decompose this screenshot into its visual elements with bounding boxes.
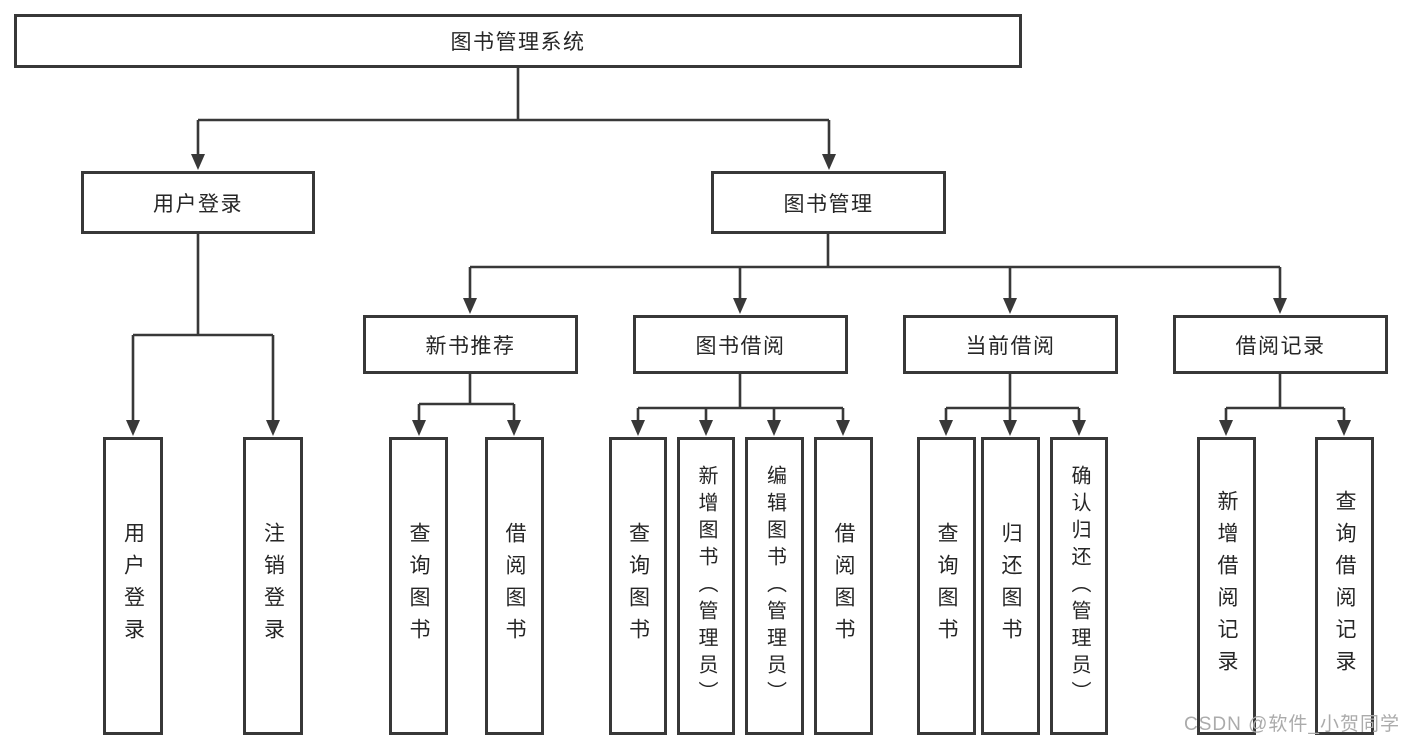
edge-current-to-leaves — [944, 374, 1081, 426]
arrow-down-icon — [1003, 420, 1017, 436]
leaf-current-return-books: 归还图书 — [981, 437, 1040, 735]
leaf-newbooks-query-books: 查询图书 — [389, 437, 448, 735]
edge-root-to-level2 — [196, 68, 831, 158]
edge-newbooks-to-leaves — [417, 374, 516, 426]
leaf-newbooks-borrow-books: 借阅图书 — [485, 437, 544, 735]
arrow-down-icon — [1273, 298, 1287, 314]
node-user-login: 用户登录 — [81, 171, 315, 234]
leaf-records-query-record: 查询借阅记录 — [1315, 437, 1374, 735]
csdn-watermark: CSDN @软件_小贺同学 — [1184, 714, 1400, 735]
arrow-down-icon — [1072, 420, 1086, 436]
arrow-down-icon — [767, 420, 781, 436]
arrow-down-icon — [1003, 298, 1017, 314]
arrow-down-icon — [1337, 420, 1351, 436]
arrow-down-icon — [412, 420, 426, 436]
leaf-current-confirm-return-admin: 确认归还（管理员） — [1050, 437, 1108, 735]
leaf-borrow-query-books: 查询图书 — [609, 437, 667, 735]
arrow-down-icon — [699, 420, 713, 436]
node-new-book-recommend: 新书推荐 — [363, 315, 578, 374]
node-library-management-system: 图书管理系统 — [14, 14, 1022, 68]
arrow-down-icon — [266, 420, 280, 436]
arrow-down-icon — [939, 420, 953, 436]
leaf-current-query-books: 查询图书 — [917, 437, 976, 735]
leaf-borrow-borrow-books: 借阅图书 — [814, 437, 873, 735]
edge-borrow-to-leaves — [636, 374, 845, 426]
leaf-logout: 注销登录 — [243, 437, 303, 735]
arrow-down-icon — [836, 420, 850, 436]
node-borrow-records: 借阅记录 — [1173, 315, 1388, 374]
arrow-down-icon — [1219, 420, 1233, 436]
node-current-borrow: 当前借阅 — [903, 315, 1118, 374]
node-book-management: 图书管理 — [711, 171, 946, 234]
leaf-borrow-edit-books-admin: 编辑图书（管理员） — [745, 437, 804, 735]
leaf-user-login: 用户登录 — [103, 437, 163, 735]
leaf-records-add-record: 新增借阅记录 — [1197, 437, 1256, 735]
arrow-down-icon — [733, 298, 747, 314]
node-book-borrow: 图书借阅 — [633, 315, 848, 374]
arrow-down-icon — [631, 420, 645, 436]
arrow-down-icon — [507, 420, 521, 436]
edge-mgmt-to-level3 — [468, 234, 1282, 304]
arrow-down-icon — [191, 154, 205, 170]
arrow-down-icon — [463, 298, 477, 314]
leaf-borrow-add-books-admin: 新增图书（管理员） — [677, 437, 735, 735]
edge-login-to-leaves — [131, 234, 275, 426]
arrow-down-icon — [126, 420, 140, 436]
arrow-down-icon — [822, 154, 836, 170]
edge-records-to-leaves — [1224, 374, 1346, 426]
